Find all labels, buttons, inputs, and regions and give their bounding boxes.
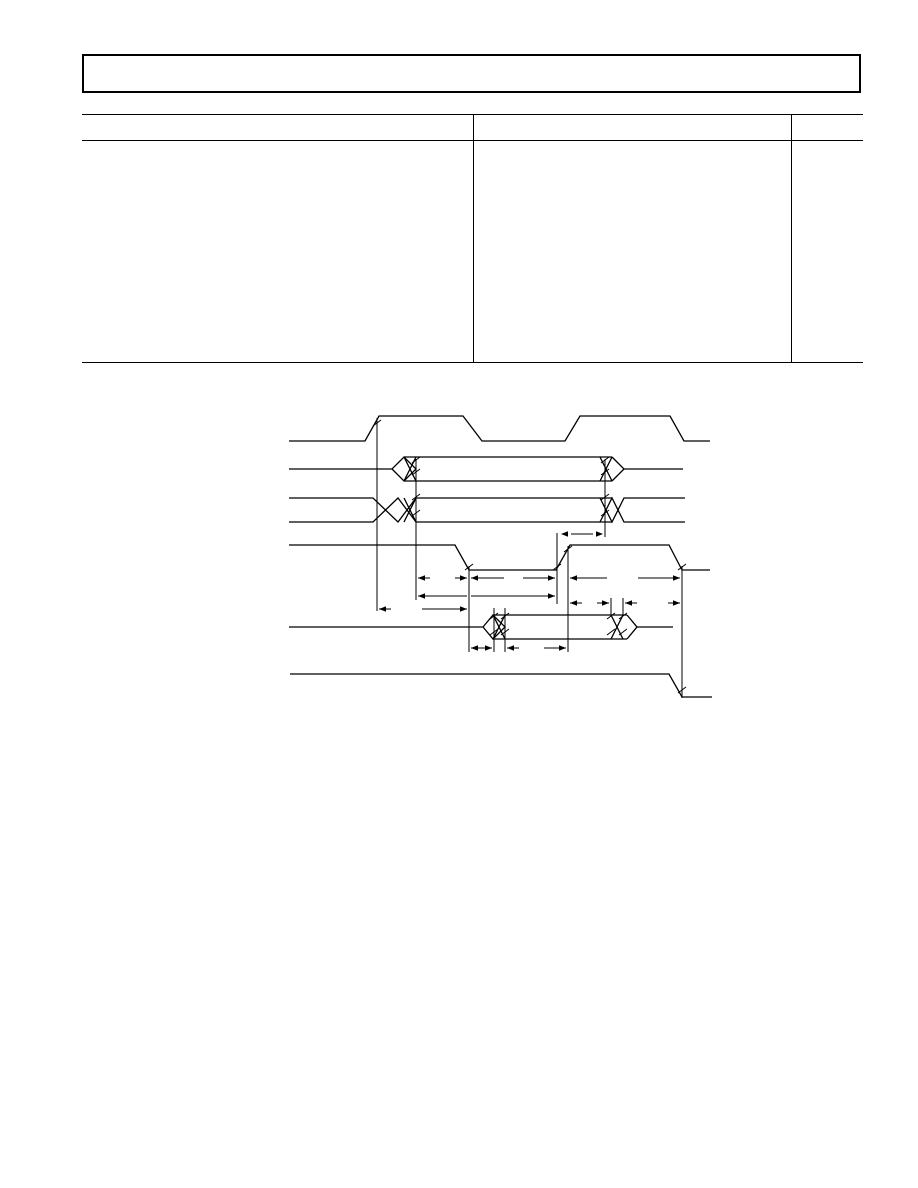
table-header-rule	[82, 140, 863, 141]
data-bus-b-waveform	[289, 496, 685, 524]
strobe-waveform	[289, 544, 710, 571]
output-data-waveform	[289, 614, 673, 640]
spec-table	[82, 114, 863, 363]
table-top-rule	[82, 114, 863, 115]
table-column-divider-1	[473, 114, 474, 363]
table-bottom-rule	[82, 362, 863, 363]
page-header-box	[82, 54, 861, 93]
transition-tick-marks	[372, 419, 687, 694]
table-column-divider-2	[791, 114, 792, 363]
status-waveform	[290, 673, 712, 698]
data-bus-a-waveform	[289, 456, 683, 482]
timing-reference-lines	[376, 418, 683, 698]
clock-waveform	[289, 415, 710, 442]
timing-dimension-arrows	[379, 531, 680, 651]
